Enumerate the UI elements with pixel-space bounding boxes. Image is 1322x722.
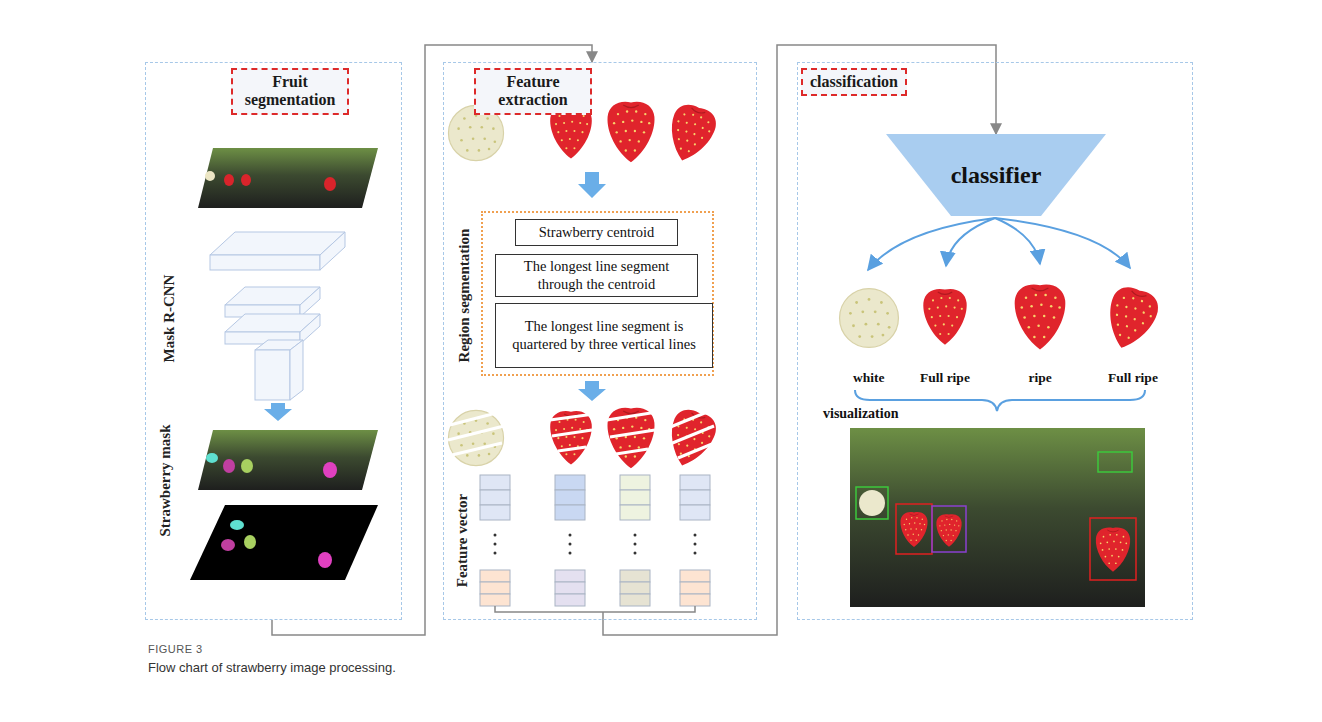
flow-arrow: [264, 403, 292, 421]
panel-title: Fruit segmentation: [240, 73, 340, 110]
binary-mask: [190, 505, 378, 580]
ellipsis-dots: [494, 534, 697, 555]
field-photo: [198, 148, 378, 208]
figure-number: FIGURE 3: [148, 643, 203, 655]
stage-panel: classification classifier: [797, 62, 1193, 620]
step-text: The longest line segment is quartered by…: [504, 318, 704, 353]
panel-title-box: Fruit segmentation: [231, 68, 349, 115]
class-arrows: [868, 218, 1130, 270]
panel-title: Feature extraction: [483, 73, 583, 110]
classifier-trapezoid: classifier: [886, 134, 1106, 216]
trapezoid-fill: [886, 134, 1106, 216]
flow-arrow: [578, 381, 606, 401]
stage-panel: Fruit segmentation: [145, 62, 402, 620]
panel-title: classification: [810, 73, 898, 91]
visualization-photo: [850, 428, 1145, 607]
stage-label: Mask R-CNN: [161, 274, 178, 362]
figure-caption: Flow chart of strawberry image processin…: [148, 660, 396, 675]
class-label: Full ripe: [920, 370, 970, 386]
classifier-label: classifier: [951, 162, 1042, 189]
class-label: white: [853, 370, 885, 386]
process-box: Strawberry centroid: [515, 219, 678, 246]
network-stack: [210, 232, 345, 400]
step-text: Strawberry centroid: [539, 224, 655, 241]
process-box: The longest line segment is quartered by…: [495, 303, 713, 368]
flow-arrow: [578, 172, 606, 198]
step-text: The longest line segment through the cen…: [504, 258, 689, 293]
segmented-strawberries: [448, 406, 720, 472]
class-label: Full ripe: [1108, 370, 1158, 386]
panel-title-box: classification: [801, 68, 907, 96]
stage-label: Strawberry mask: [157, 424, 174, 536]
class-label: ripe: [1029, 370, 1052, 386]
classified-strawberries: [840, 283, 1163, 355]
stage-label: Feature vector: [454, 493, 471, 586]
vector-bracket: [495, 606, 695, 620]
region-box: Region segmentationStrawberry centroidTh…: [481, 211, 714, 376]
mask-overlay-photo: [198, 430, 378, 490]
region-label: Region segmentation: [456, 229, 473, 363]
panel-title-box: Feature extraction: [474, 68, 592, 115]
grouping-brace: [855, 390, 1145, 411]
process-box: The longest line segment through the cen…: [495, 254, 698, 297]
feature-vectors: [480, 475, 710, 606]
stage-panel: Feature extractionRegion segmentationStr…: [443, 62, 757, 620]
section-label: visualization: [823, 406, 898, 422]
